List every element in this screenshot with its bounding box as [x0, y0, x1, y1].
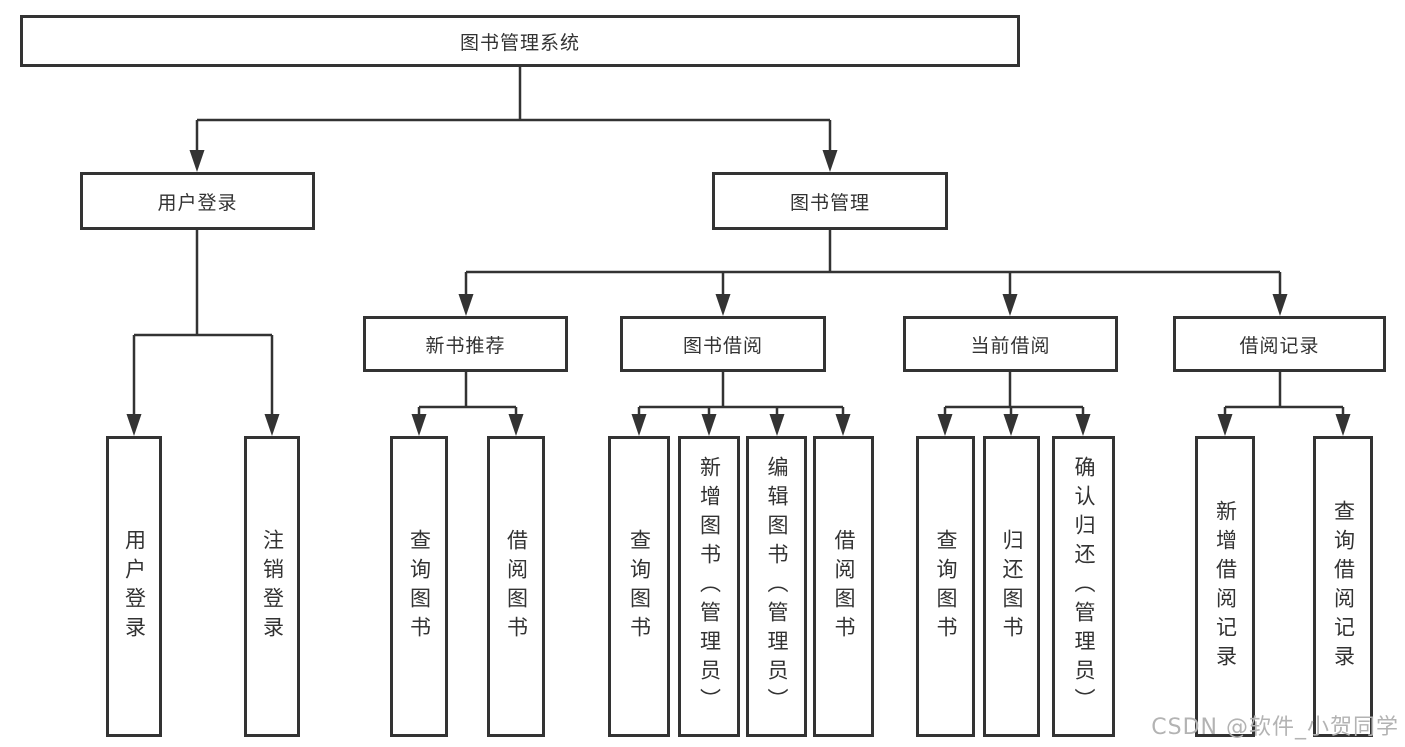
leaf-label: 编辑图书（管理员）	[765, 456, 789, 717]
node-current-borrowing: 当前借阅	[903, 316, 1118, 372]
watermark-csdn: CSDN @软件_小贺同学	[1151, 715, 1399, 740]
leaf-label: 查询图书	[627, 528, 652, 645]
leaf-label: 确认归还（管理员）	[1072, 456, 1096, 717]
leaf-query-books-current: 查询图书	[916, 436, 975, 737]
leaf-label: 新增图书（管理员）	[697, 456, 722, 717]
leaf-confirm-return-admin: 确认归还（管理员）	[1052, 436, 1115, 737]
leaf-logout-login: 注销登录	[244, 436, 300, 737]
leaf-label: 新增借阅记录	[1213, 499, 1238, 674]
leaf-user-login: 用户登录	[106, 436, 162, 737]
leaf-label: 查询图书	[407, 528, 432, 645]
leaf-add-borrow-record: 新增借阅记录	[1195, 436, 1255, 737]
leaf-label: 借阅图书	[504, 528, 529, 645]
node-book-borrowing: 图书借阅	[620, 316, 826, 372]
leaf-query-books-recommend: 查询图书	[390, 436, 448, 737]
node-library-management-system: 图书管理系统	[20, 15, 1020, 67]
node-user-login: 用户登录	[80, 172, 315, 230]
leaf-query-books-borrowing: 查询图书	[608, 436, 670, 737]
leaf-query-borrow-record: 查询借阅记录	[1313, 436, 1373, 737]
node-book-management: 图书管理	[712, 172, 948, 230]
node-new-book-recommendation: 新书推荐	[363, 316, 568, 372]
leaf-borrow-books-recommend: 借阅图书	[487, 436, 545, 737]
leaf-label: 注销登录	[260, 528, 285, 645]
leaf-label: 借阅图书	[832, 528, 856, 645]
leaf-label: 查询借阅记录	[1331, 499, 1356, 674]
leaf-label: 用户登录	[122, 528, 147, 645]
leaf-add-books-admin: 新增图书（管理员）	[678, 436, 740, 737]
node-borrowing-records: 借阅记录	[1173, 316, 1386, 372]
leaf-edit-books-admin: 编辑图书（管理员）	[746, 436, 807, 737]
leaf-label: 归还图书	[1000, 528, 1024, 645]
leaf-return-books: 归还图书	[983, 436, 1040, 737]
leaf-label: 查询图书	[934, 528, 958, 645]
leaf-borrow-books-borrowing: 借阅图书	[813, 436, 874, 737]
